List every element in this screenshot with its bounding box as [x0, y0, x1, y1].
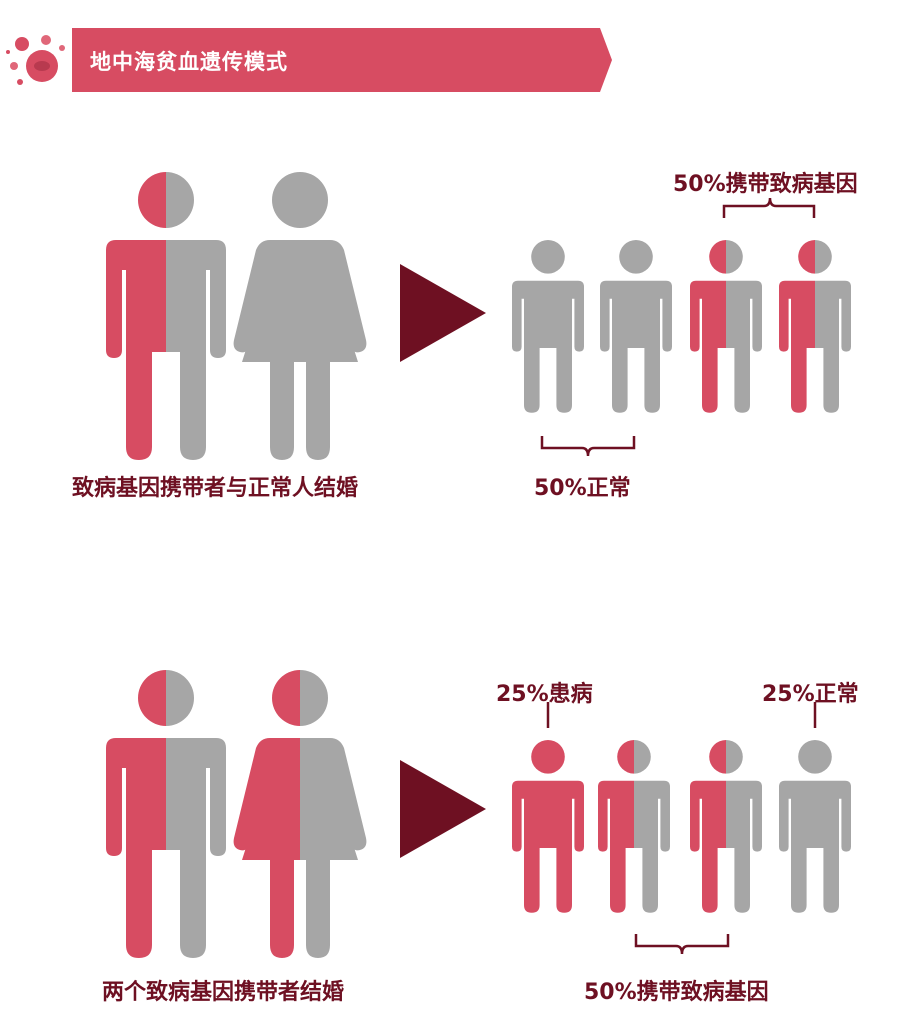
child-normal-1 — [512, 240, 584, 413]
child-carrier-1 — [690, 240, 762, 413]
blood-cell-icon — [6, 35, 65, 85]
parent-carrier-woman-2 — [233, 670, 367, 958]
section2-carrier-label: 50%携带致病基因 — [584, 980, 769, 1005]
section1-caption: 致病基因携带者与正常人结婚 — [72, 476, 359, 501]
parent-carrier-man — [106, 172, 226, 460]
child-normal-3 — [779, 740, 851, 913]
section1-normal-label: 50%正常 — [534, 476, 631, 501]
section2-caption: 两个致病基因携带者结婚 — [102, 980, 345, 1005]
child-carrier-4 — [690, 740, 762, 913]
section2-normal-label: 25%正常 — [762, 682, 859, 707]
parent-carrier-man-2 — [106, 670, 226, 958]
child-affected — [512, 740, 584, 913]
section1-carrier-label: 50%携带致病基因 — [673, 172, 858, 197]
page-title: 地中海贫血遗传模式 — [90, 50, 288, 74]
child-carrier-2 — [779, 240, 851, 413]
child-normal-2 — [600, 240, 672, 413]
brace-carrier-top — [722, 197, 816, 218]
child-carrier-3 — [598, 740, 670, 913]
arrow-icon-2 — [400, 760, 486, 858]
brace-carrier-bottom — [634, 934, 730, 955]
brace-normal-bottom — [540, 436, 636, 457]
arrow-icon — [400, 264, 486, 362]
section2-affected-label: 25%患病 — [496, 682, 593, 707]
parent-normal-woman — [233, 172, 367, 460]
header-banner — [72, 28, 612, 92]
